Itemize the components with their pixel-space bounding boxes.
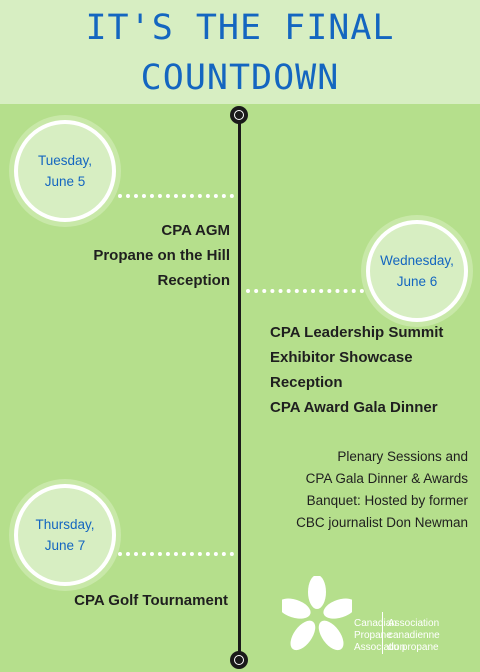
timeline-node-bottom — [230, 651, 248, 669]
tuesday-events: CPA AGM Propane on the Hill Reception — [93, 218, 230, 293]
flower-logo-icon — [282, 576, 352, 651]
event-item: Exhibitor Showcase — [270, 349, 413, 366]
logo-line: Propane — [354, 630, 392, 641]
day-circle-tuesday: Tuesday, June 5 — [14, 120, 116, 222]
logo-line: Canadian — [354, 618, 397, 629]
event-item: CPA Golf Tournament — [74, 592, 228, 609]
logo-line: Association — [388, 618, 440, 629]
plenary-line: Banquet: Hosted by former — [306, 493, 468, 508]
thursday-events: CPA Golf Tournament — [74, 588, 228, 613]
dotted-connector — [118, 552, 234, 556]
plenary-line: CPA Gala Dinner & Awards — [305, 471, 468, 486]
dotted-connector — [118, 194, 234, 198]
logo-line: Association — [354, 642, 406, 653]
timeline-line — [238, 114, 241, 662]
wednesday-events: CPA Leadership Summit Exhibitor Showcase… — [270, 320, 443, 420]
event-item: CPA AGM — [161, 222, 230, 239]
event-item: CPA Leadership Summit — [270, 324, 444, 341]
day-date: June 5 — [44, 174, 86, 189]
plenary-note: Plenary Sessions and CPA Gala Dinner & A… — [296, 446, 468, 534]
header-band — [0, 0, 480, 104]
day-circle-wednesday: Wednesday, June 6 — [366, 220, 468, 322]
dotted-connector — [246, 289, 364, 293]
plenary-line: Plenary Sessions and — [337, 449, 468, 464]
event-item: Propane on the Hill — [93, 247, 230, 264]
page-title-line1: IT'S THE FINAL — [85, 8, 395, 48]
day-date: June 7 — [44, 538, 86, 553]
logo-text-en: Canadian Propane Association — [354, 618, 405, 654]
event-item: CPA Award Gala Dinner — [270, 399, 438, 416]
logo-line: canadienne — [388, 630, 440, 641]
day-label: Tuesday, — [37, 153, 93, 168]
plenary-line: CBC journalist Don Newman — [296, 515, 468, 530]
day-label: Wednesday, — [380, 253, 454, 268]
day-label: Thursday, — [35, 517, 95, 532]
logo-divider — [382, 612, 383, 654]
event-item: Reception — [157, 272, 230, 289]
page-title-line2: COUNTDOWN — [140, 58, 340, 98]
timeline-node-top — [230, 106, 248, 124]
event-item: Reception — [270, 374, 343, 391]
logo-line: du propane — [388, 642, 439, 653]
logo-text-fr: Association canadienne du propane — [388, 618, 440, 654]
day-circle-thursday: Thursday, June 7 — [14, 484, 116, 586]
day-date: June 6 — [396, 274, 438, 289]
